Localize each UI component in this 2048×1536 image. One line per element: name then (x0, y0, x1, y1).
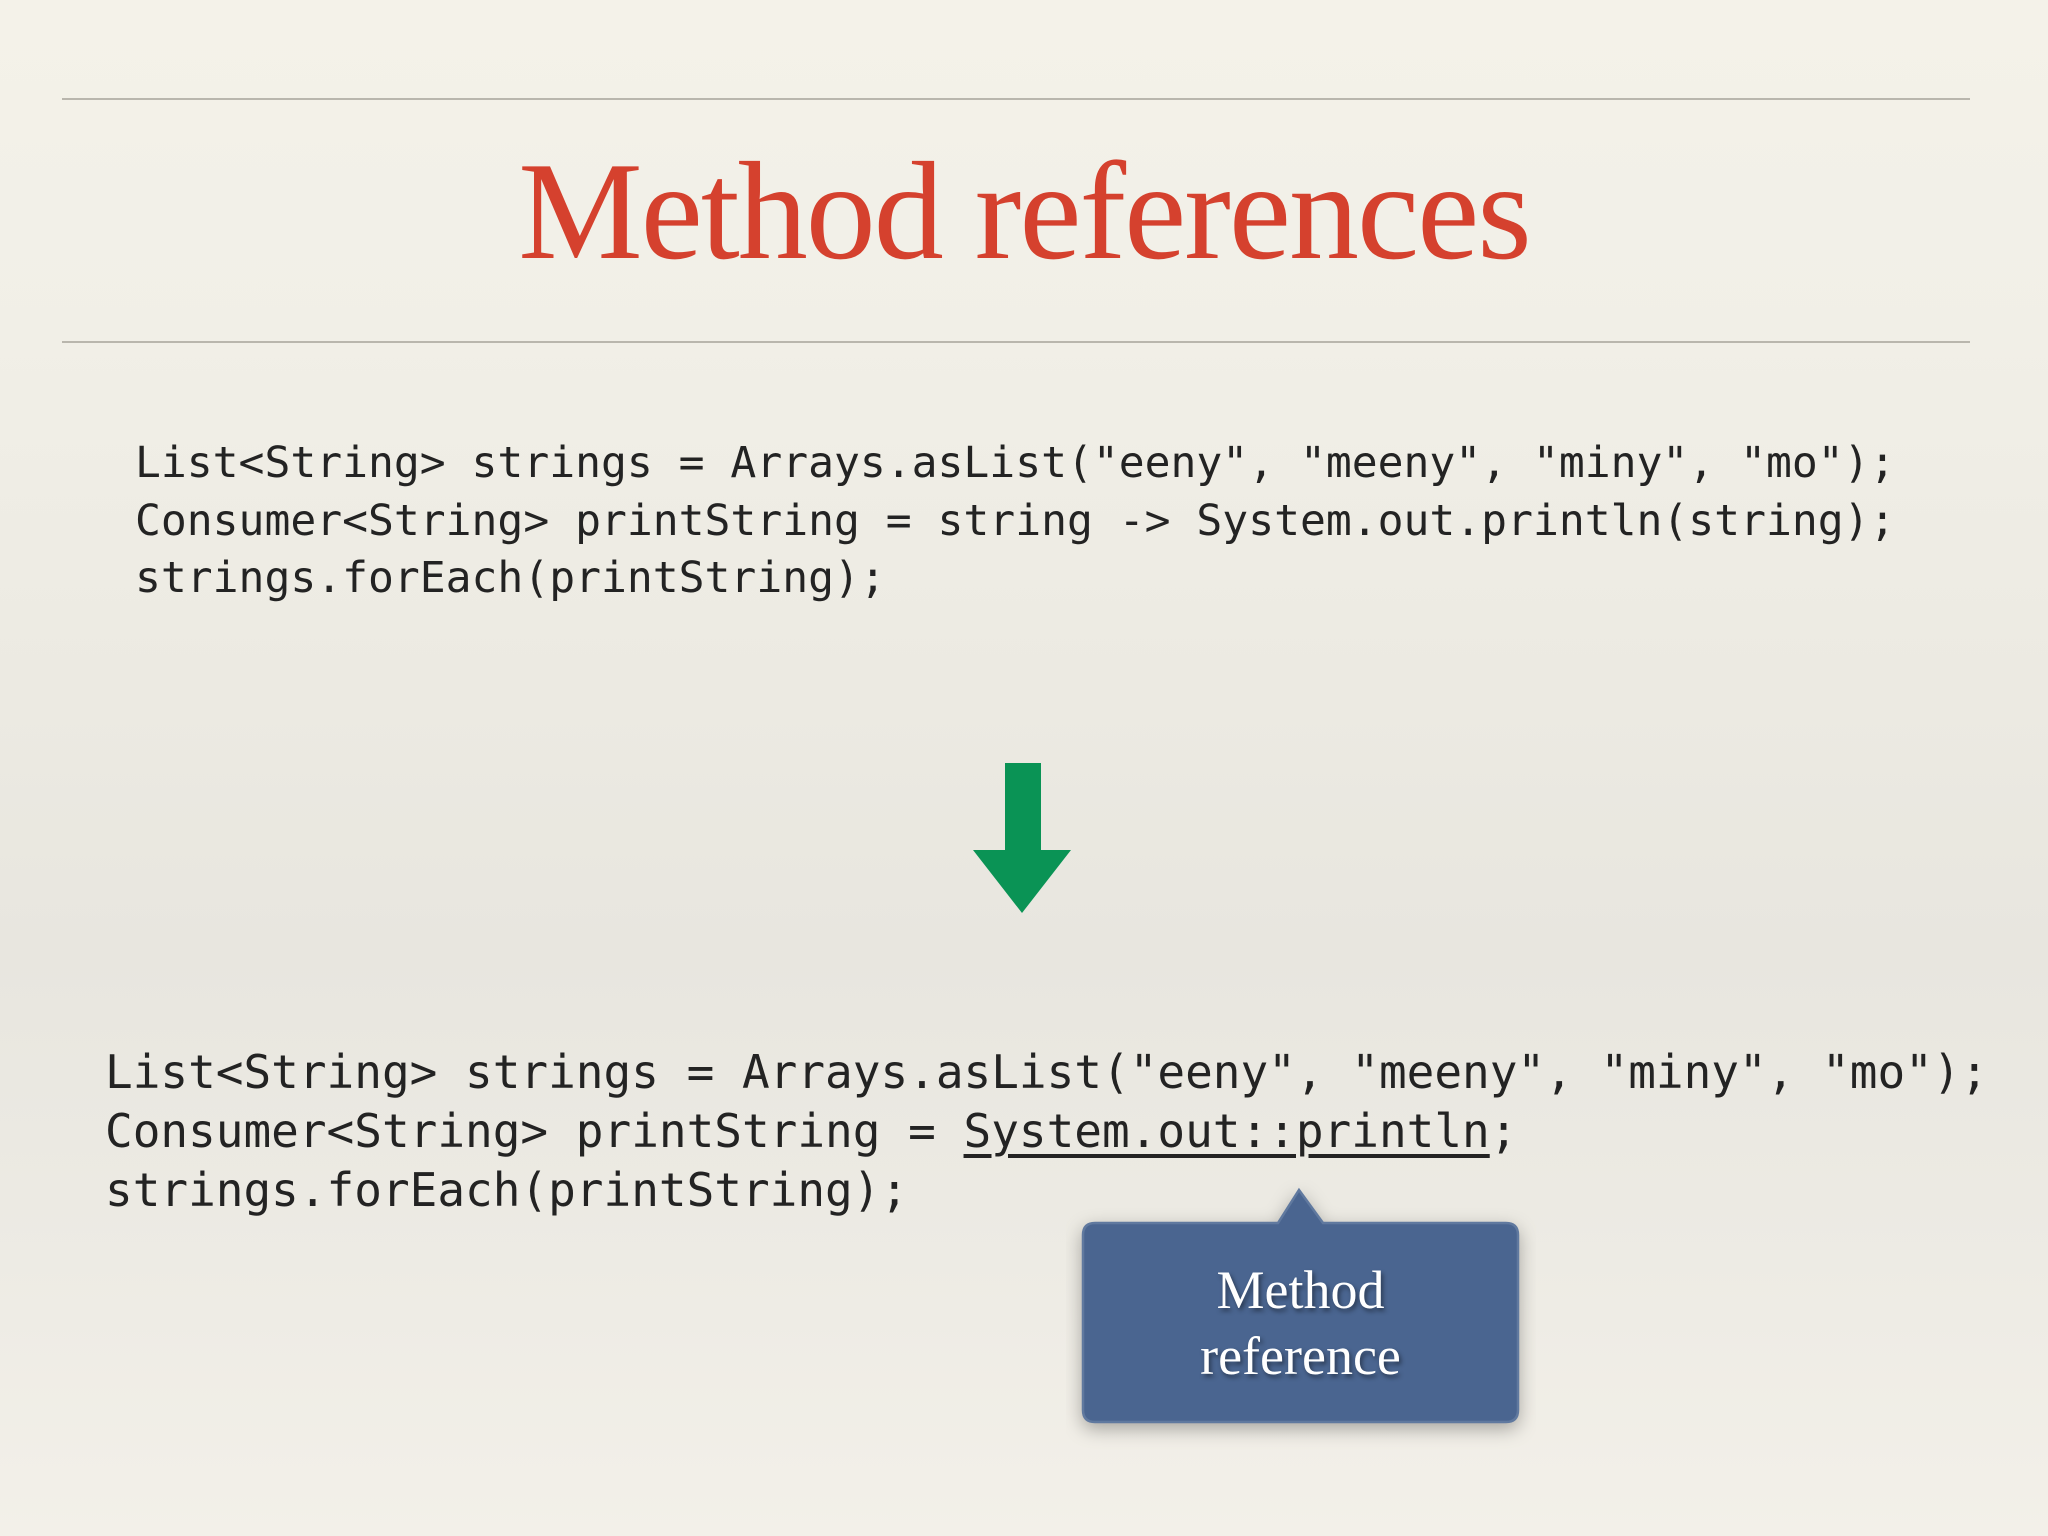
code-line: List<String> strings = Arrays.asList("ee… (135, 438, 1896, 488)
down-arrow-icon (973, 763, 1071, 913)
page-title: Method references (518, 134, 1532, 289)
callout-label-line2: reference (1200, 1325, 1401, 1386)
method-reference-underlined-code: System.out::println (963, 1104, 1490, 1158)
code-block-lambda: List<String> strings = Arrays.asList("ee… (135, 435, 1895, 608)
top-divider (62, 98, 1970, 100)
code-line: List<String> strings = Arrays.asList("ee… (105, 1045, 1989, 1099)
callout-label: Method reference (1083, 1223, 1518, 1422)
code-line-suffix: ; (1489, 1104, 1518, 1158)
callout-label-line1: Method (1216, 1259, 1385, 1320)
code-line-prefix: Consumer<String> printString = (105, 1104, 964, 1158)
code-line: Consumer<String> printString = System.ou… (105, 1104, 1517, 1158)
title-bottom-divider (62, 341, 1970, 343)
callout-bubble (1081, 1187, 1520, 1424)
code-line: Consumer<String> printString = string ->… (135, 495, 1896, 546)
code-block-method-reference: List<String> strings = Arrays.asList("ee… (105, 1043, 1988, 1220)
code-line: strings.forEach(printString); (135, 553, 886, 603)
code-line: strings.forEach(printString); (105, 1163, 909, 1217)
